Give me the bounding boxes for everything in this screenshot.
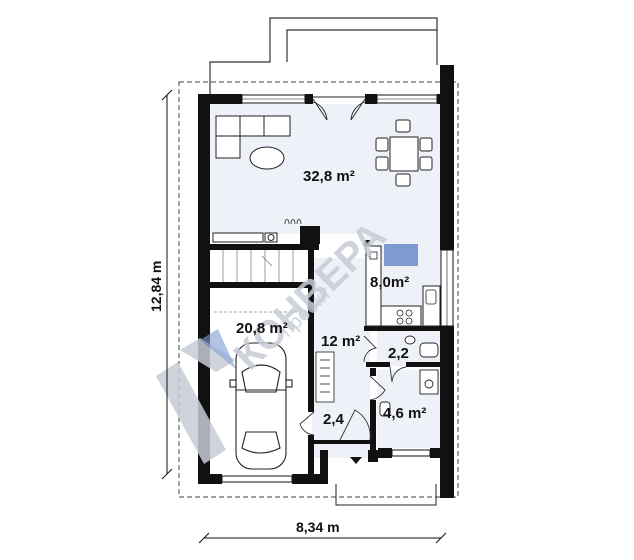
room-label-garage: 20,8 m²: [236, 320, 288, 337]
room-label-wc: 2,2: [388, 345, 409, 362]
sink-icon: [425, 289, 437, 305]
room-label-bath: 4,6 m²: [383, 405, 426, 422]
room-label-kitchen: 8,0m²: [370, 274, 409, 291]
entrance-arrow-icon: [350, 457, 362, 464]
stove-icon: [396, 309, 413, 325]
watermark-k-icon: [156, 338, 236, 464]
wardrobe-icon: [315, 351, 335, 403]
room-label-vestibule: 2,4: [323, 411, 345, 428]
stairs: [222, 250, 294, 284]
wc-fixtures: [404, 335, 439, 358]
kitchen-island: [384, 244, 418, 266]
walls: [198, 65, 454, 498]
doors: [299, 335, 407, 441]
width-dimension: [198, 532, 447, 544]
height-dimension-label: 12,84 m: [148, 261, 164, 312]
room-labels: 32,8 m² 8,0m² 20,8 m² 12 m² 2,2 4,6 m² 2…: [236, 168, 426, 428]
entrance-steps: [335, 457, 437, 506]
sofa-icon: [215, 115, 291, 159]
room-label-living: 32,8 m²: [303, 168, 355, 185]
wc-basin-icon: [404, 335, 416, 345]
terrace-outline: [178, 81, 459, 498]
window-lines: [242, 98, 448, 326]
bath-fixtures: [379, 369, 439, 417]
car-icon: [229, 342, 293, 470]
dining-table-icon: [375, 119, 433, 187]
fridge-icon: [369, 251, 378, 260]
tv-unit-icon: [212, 232, 278, 243]
coffee-table-icon: [249, 146, 285, 170]
radiator-icon: [284, 219, 302, 225]
height-dimension: [161, 89, 173, 480]
width-dimension-label: 8,34 m: [296, 519, 340, 535]
upper-terrace: [209, 17, 438, 95]
patio-door: [312, 96, 366, 121]
room-label-hall: 12 m²: [321, 333, 360, 350]
